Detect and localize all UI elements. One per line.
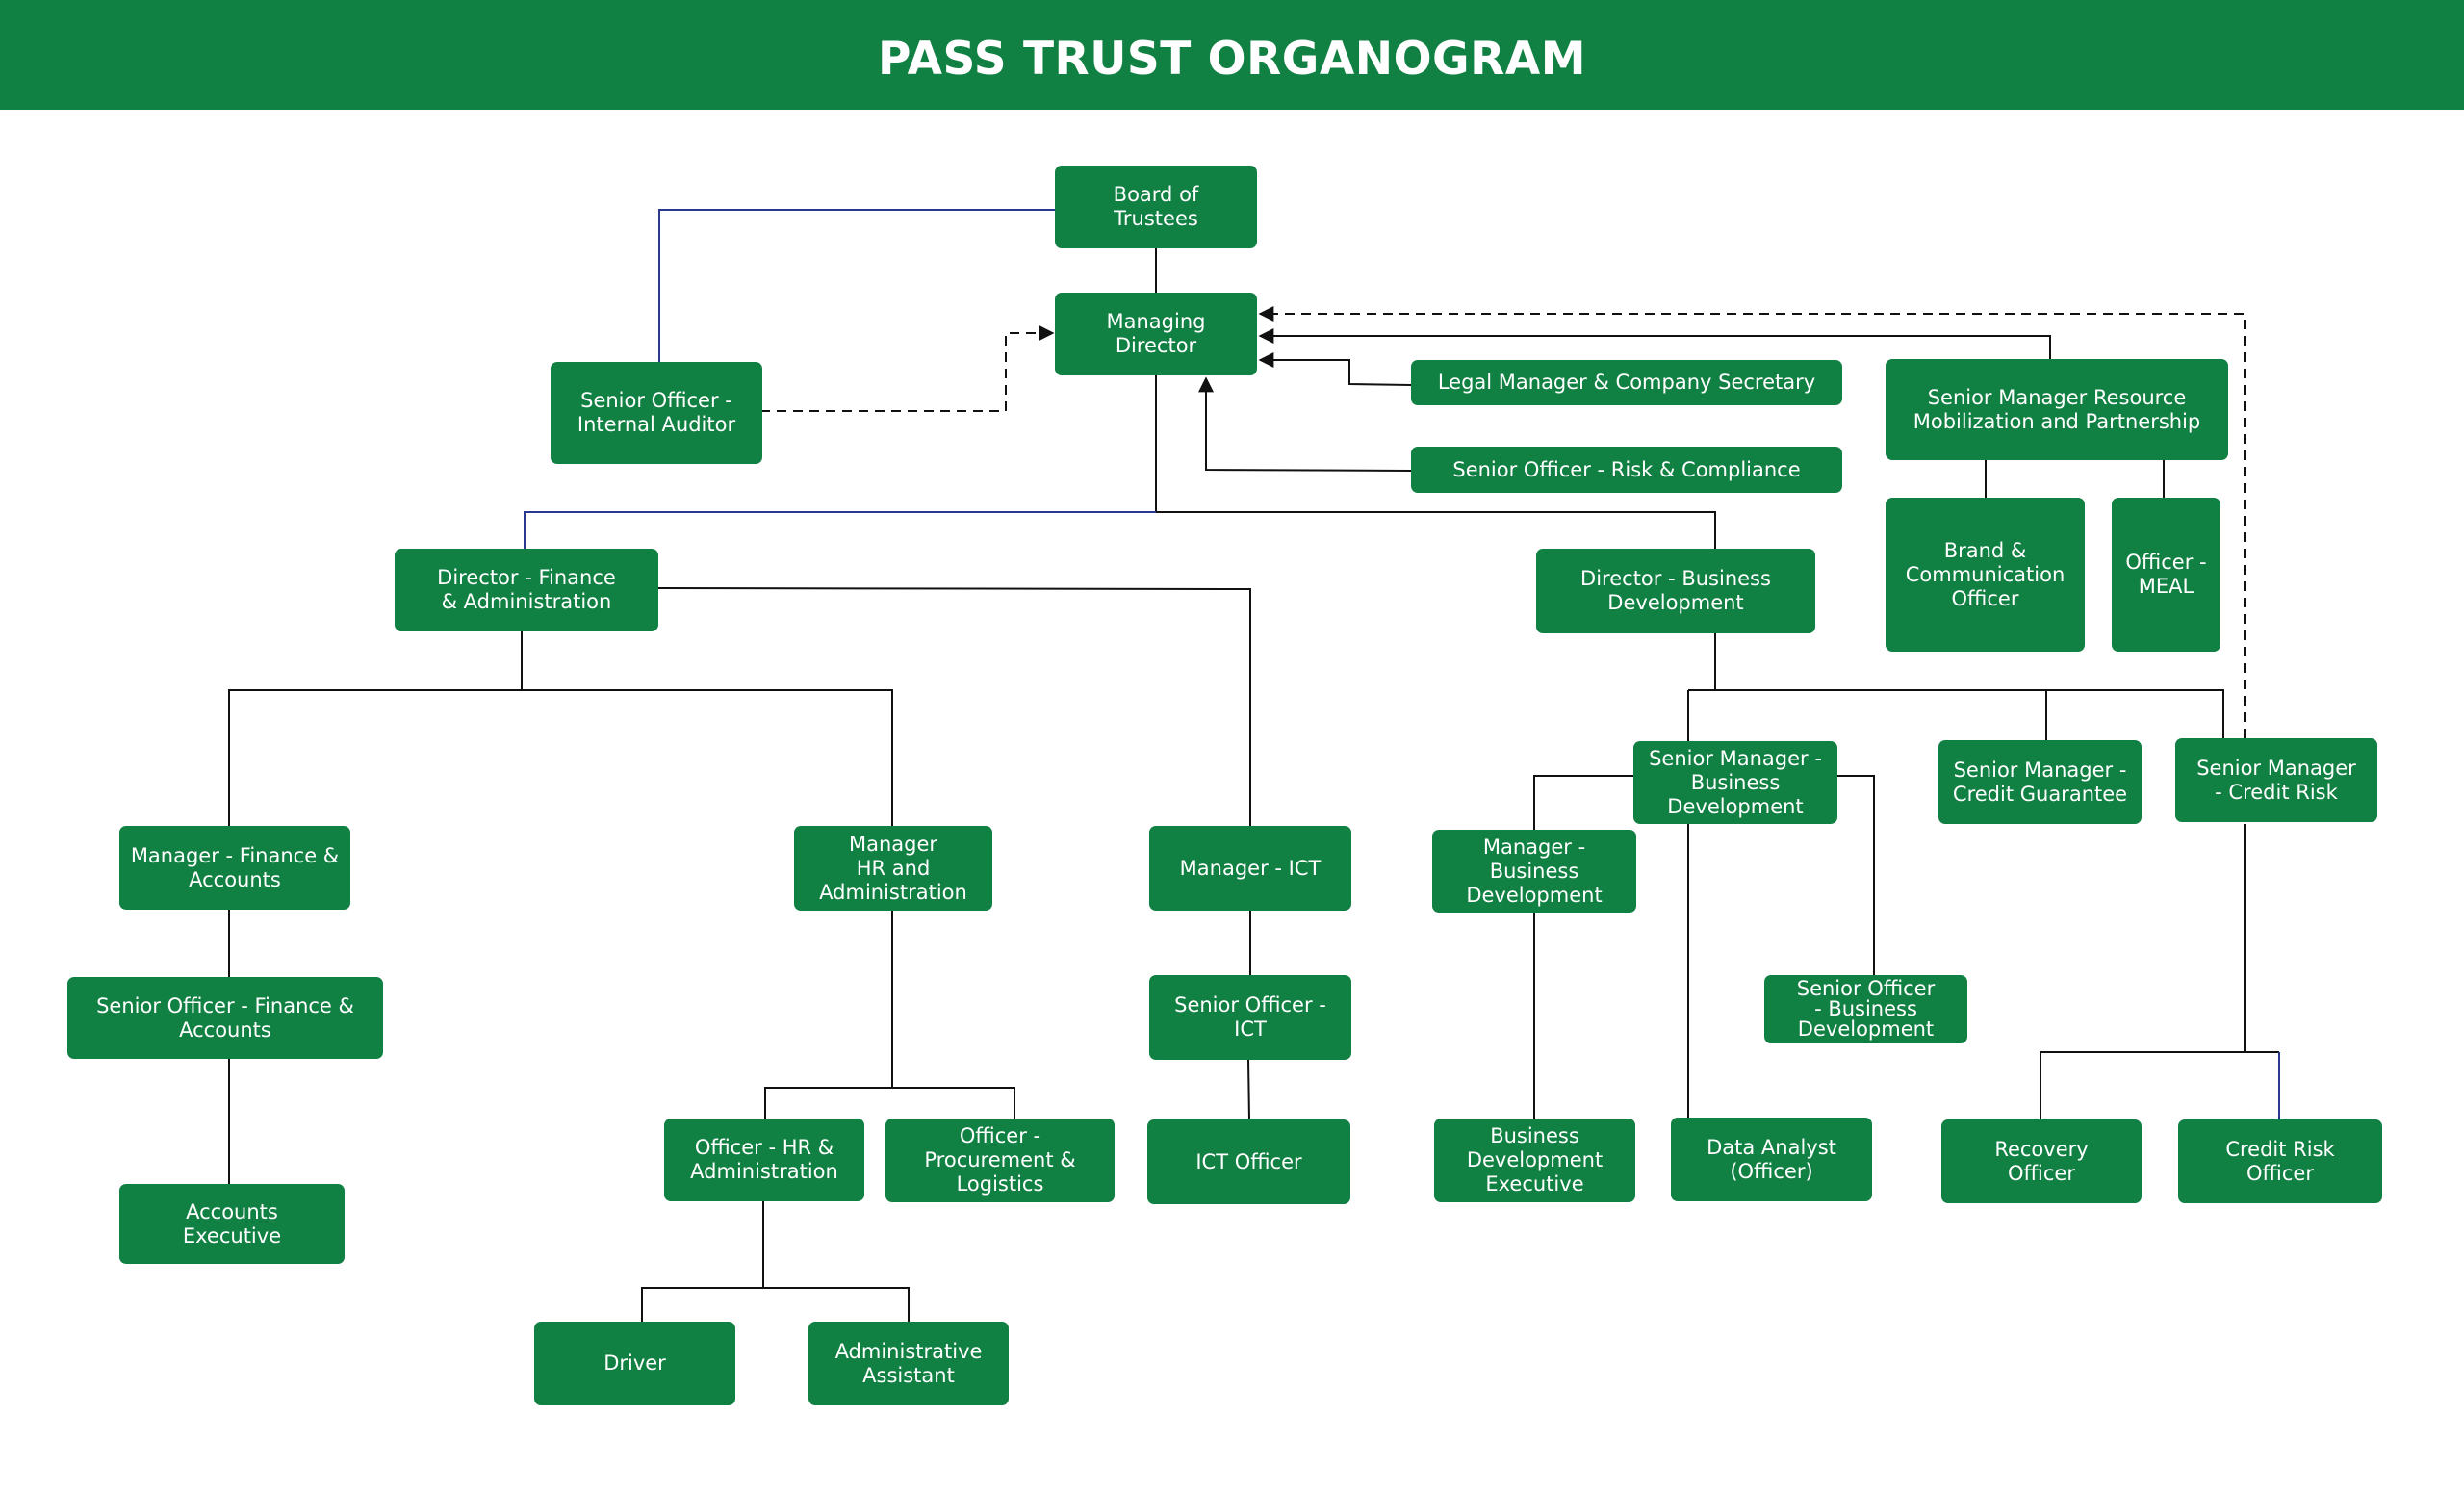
- node-data-analyst: Data Analyst (Officer): [1671, 1118, 1872, 1201]
- line-hr-branch: [764, 1087, 1015, 1119]
- title-banner: [0, 0, 2464, 110]
- node-manager-business: Manager - Business Development: [1432, 830, 1636, 913]
- line-finance-ict: [657, 587, 1251, 826]
- line-finance-branch: [228, 689, 893, 826]
- line-creditrisk-md-dashed: [1258, 306, 2246, 738]
- line-board-auditor: [658, 209, 1055, 362]
- node-senior-manager-credit-guarantee: Senior Manager - Credit Guarantee: [1938, 740, 2142, 824]
- node-manager-ict: Manager - ICT: [1149, 826, 1351, 911]
- node-senior-officer-ict: Senior Officer - ICT: [1149, 975, 1351, 1060]
- node-senior-officer-business: Senior Officer - Business Development: [1764, 975, 1967, 1043]
- line-ofhr-branch: [641, 1287, 910, 1322]
- line-creditrisk-branch: [2040, 1051, 2279, 1119]
- line-md-finance: [524, 511, 1156, 549]
- node-risk-compliance: Senior Officer - Risk & Compliance: [1411, 447, 1842, 493]
- node-administrative-assistant: Administrative Assistant: [808, 1322, 1009, 1405]
- line-business-branch: [1688, 689, 2224, 738]
- node-managing-director: Managing Director: [1055, 293, 1257, 375]
- line-risk-md: [1198, 376, 1412, 472]
- node-ict-officer: ICT Officer: [1147, 1119, 1350, 1204]
- node-officer-procurement: Officer - Procurement & Logistics: [886, 1119, 1115, 1202]
- line-smbd-left: [1533, 775, 1633, 830]
- page-title: PASS TRUST ORGANOGRAM: [878, 33, 1586, 86]
- node-recovery-officer: Recovery Officer: [1941, 1119, 2142, 1203]
- line-auditor-md-dashed: [760, 325, 1055, 412]
- node-senior-manager-credit-risk: Senior Manager - Credit Risk: [2175, 738, 2377, 822]
- node-senior-officer-finance: Senior Officer - Finance & Accounts: [67, 977, 383, 1059]
- node-bd-executive: Business Development Executive: [1434, 1119, 1635, 1202]
- node-internal-auditor: Senior Officer - Internal Auditor: [551, 362, 762, 464]
- line-md-business: [1156, 511, 1716, 549]
- node-senior-manager-resource: Senior Manager Resource Mobilization and…: [1886, 359, 2228, 460]
- line-soict-ictofficer: [1247, 1059, 1250, 1120]
- node-credit-risk-officer: Credit Risk Officer: [2178, 1119, 2382, 1203]
- line-smbd-right: [1824, 775, 1875, 975]
- node-brand-communication: Brand & Communication Officer: [1886, 498, 2085, 652]
- node-officer-meal: Officer - MEAL: [2112, 498, 2220, 652]
- line-resource-md: [1258, 328, 2051, 359]
- node-driver: Driver: [534, 1322, 735, 1405]
- node-accounts-executive: Accounts Executive: [119, 1184, 345, 1264]
- node-board-of-trustees: Board of Trustees: [1055, 166, 1257, 248]
- line-legal-md: [1258, 352, 1412, 386]
- node-legal-manager: Legal Manager & Company Secretary: [1411, 360, 1842, 405]
- node-director-finance: Director - Finance & Administration: [395, 549, 658, 631]
- node-senior-manager-business: Senior Manager - Business Development: [1633, 741, 1837, 824]
- node-officer-hr: Officer - HR & Administration: [664, 1119, 864, 1201]
- node-director-business: Director - Business Development: [1536, 549, 1815, 633]
- node-manager-finance: Manager - Finance & Accounts: [119, 826, 350, 910]
- node-manager-hr: Manager HR and Administration: [794, 826, 992, 911]
